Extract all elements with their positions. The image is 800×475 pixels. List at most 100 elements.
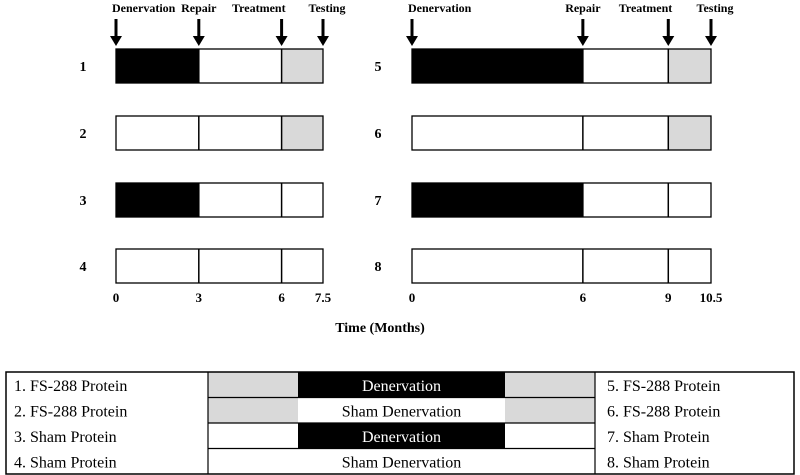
denervation-segment	[116, 183, 199, 217]
denervation-segment	[412, 49, 583, 83]
bar-background	[412, 116, 711, 150]
treatment-segment	[668, 116, 711, 150]
event-label: Testing	[309, 1, 346, 15]
legend-treatment-swatch	[208, 448, 298, 474]
axis-tick-label: 9	[665, 290, 672, 305]
group-label: 4	[80, 260, 87, 275]
legend-denervation-label: Sham Denervation	[342, 403, 462, 420]
axis-tick-label: 0	[113, 290, 120, 305]
group-timeline-bar: 2	[80, 115, 324, 151]
bar-outline	[115, 248, 324, 284]
treatment-segment	[281, 116, 323, 150]
event-marker: Repair	[181, 1, 217, 46]
arrow-head	[275, 36, 288, 46]
axis-tick-label: 6	[580, 290, 587, 305]
event-marker: Repair	[565, 1, 601, 46]
bar-outline	[115, 48, 324, 84]
legend-denervation-label: Denervation	[362, 429, 441, 446]
arrow-head	[406, 36, 418, 46]
legend-treatment-swatch	[208, 372, 298, 398]
arrow-head	[705, 36, 717, 46]
arrow-head	[192, 36, 205, 46]
bar-outline	[411, 248, 712, 284]
legend-group-left: 4. Sham Protein	[14, 454, 117, 471]
group-timeline-bar: 4	[80, 248, 324, 284]
timeline-panel: Denervation Repair Treatment Testing 1 2 3 4 0 3 6…	[80, 1, 346, 305]
treatment-segment	[668, 49, 711, 83]
group-timeline-bar: 5	[375, 48, 712, 84]
legend-denervation-label: Sham Denervation	[342, 454, 462, 471]
group-label: 8	[375, 260, 382, 275]
group-label: 3	[80, 194, 87, 209]
event-label: Testing	[697, 1, 734, 15]
group-timeline-bar: 3	[80, 182, 324, 218]
arrow-head	[576, 36, 589, 46]
event-marker: Testing	[309, 1, 346, 46]
event-label: Repair	[565, 1, 601, 15]
group-label: 5	[375, 60, 382, 75]
event-marker: Denervation	[406, 1, 472, 46]
group-timeline-bar: 1	[80, 48, 324, 84]
group-label: 2	[80, 127, 87, 142]
group-timeline-bar: 7	[375, 182, 712, 218]
group-label: 6	[375, 127, 382, 142]
legend-row: 3. Sham Protein Denervation 7. Sham Protei…	[14, 423, 710, 449]
axis-tick-label: 10.5	[700, 290, 723, 305]
timeline-panels: Denervation Repair Treatment Testing 1 2 3 4 0 3 6…	[80, 1, 734, 305]
arrow-head	[662, 36, 675, 46]
legend-treatment-swatch	[208, 423, 298, 449]
legend-treatment-swatch	[208, 397, 298, 423]
legend-border	[5, 371, 795, 475]
event-label: Treatment	[232, 1, 286, 15]
legend-row: 1. FS-288 Protein Denervation 5. FS-288 Pr…	[14, 372, 720, 398]
bar-outline	[115, 115, 324, 151]
legend-group-right: 8. Sham Protein	[607, 454, 710, 471]
group-timeline-bar: 6	[375, 115, 712, 151]
legend-treatment-swatch	[505, 397, 595, 423]
event-marker: Treatment	[232, 1, 288, 46]
treatment-segment	[281, 49, 323, 83]
legend-group-right: 6. FS-288 Protein	[607, 403, 720, 420]
bar-outline	[411, 115, 712, 151]
legend-group-right: 7. Sham Protein	[607, 429, 710, 446]
bar-outline	[411, 182, 712, 218]
event-marker: Treatment	[619, 1, 675, 46]
legend-denervation-swatch	[298, 397, 505, 423]
axis-tick-label: 7.5	[315, 290, 332, 305]
event-marker: Testing	[697, 1, 734, 46]
bar-outline	[411, 48, 712, 84]
group-label: 1	[80, 60, 87, 75]
event-label: Denervation	[112, 1, 176, 15]
legend-row: 2. FS-288 Protein Sham Denervation 6. FS-2…	[14, 397, 720, 423]
event-label: Treatment	[619, 1, 673, 15]
legend-treatment-swatch	[505, 372, 595, 398]
axis-tick-label: 3	[196, 290, 203, 305]
legend-denervation-swatch	[298, 448, 505, 474]
legend-group-left: 2. FS-288 Protein	[14, 403, 127, 420]
bar-background	[116, 249, 323, 283]
legend-row: 4. Sham Protein Sham Denervation 8. Sham P…	[14, 448, 710, 474]
legend-denervation-swatch	[298, 423, 505, 449]
axis-title: Time (Months)	[335, 321, 425, 336]
axis-tick-label: 6	[278, 290, 285, 305]
denervation-segment	[412, 183, 583, 217]
group-label: 7	[375, 194, 382, 209]
legend-group-right: 5. FS-288 Protein	[607, 378, 720, 395]
bar-background	[412, 249, 711, 283]
legend-treatment-swatch	[505, 423, 595, 449]
legend-treatment-swatch	[505, 448, 595, 474]
legend-denervation-label: Denervation	[362, 378, 441, 395]
axis-tick-label: 0	[409, 290, 416, 305]
denervation-segment	[116, 49, 199, 83]
timeline-panel: Denervation Repair Treatment Testing 5 6 7 8 0 6 9…	[375, 1, 734, 305]
event-label: Repair	[181, 1, 217, 15]
legend-denervation-swatch	[298, 372, 505, 398]
event-marker: Denervation	[110, 1, 176, 46]
legend-group-left: 3. Sham Protein	[14, 429, 117, 446]
event-label: Denervation	[408, 1, 472, 15]
legend-group-left: 1. FS-288 Protein	[14, 378, 127, 395]
arrow-head	[317, 36, 329, 46]
group-timeline-bar: 8	[375, 248, 712, 284]
